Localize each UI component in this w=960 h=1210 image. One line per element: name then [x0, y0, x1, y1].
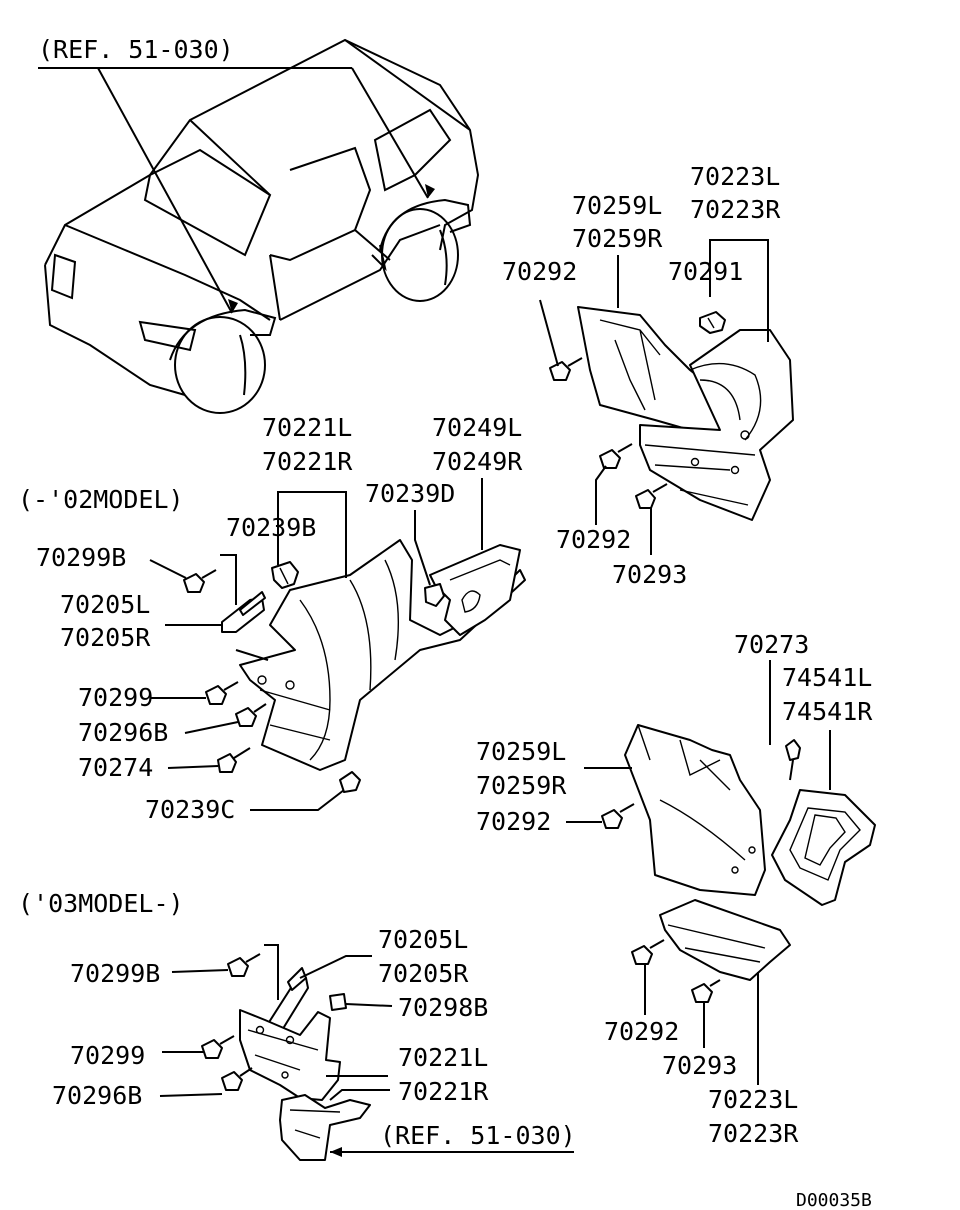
label-70292-c: 70292 — [476, 807, 551, 836]
label-70273: 70273 — [734, 630, 809, 659]
rear-liner-upper-assembly — [549, 306, 794, 521]
clip-icon-70239C — [339, 771, 361, 793]
label-70259R-b: 70259R — [476, 771, 567, 800]
label-70221R-b: 70221R — [398, 1077, 489, 1106]
ref-label-top: (REF. 51-030) — [38, 35, 234, 64]
labels-bottom-left: 70205L 70205R 70299B 70298B 70299 70221L… — [52, 925, 576, 1157]
label-70239B: 70239B — [226, 513, 316, 542]
labels-bottom-right: 70292 70293 70223L 70223R — [604, 965, 799, 1148]
label-70292-b: 70292 — [556, 525, 631, 554]
labels-middle-right: 70273 74541L 74541R 70259L 70259R 70292 — [476, 630, 873, 836]
label-70249R: 70249R — [432, 447, 523, 476]
label-70205R-b: 70205R — [378, 959, 469, 988]
ref-label-bottom: (REF. 51-030) — [380, 1121, 576, 1150]
label-70299-b: 70299 — [70, 1041, 145, 1070]
screw-icon-70292-a — [549, 357, 583, 381]
label-70259L-b: 70259L — [476, 737, 566, 766]
label-70299B-a: 70299B — [36, 543, 126, 572]
screw-icon-70292-d — [631, 939, 665, 965]
label-70221L-a: 70221L — [262, 413, 352, 442]
label-70299B-b: 70299B — [70, 959, 160, 988]
label-70223L-a: 70223L — [690, 162, 780, 191]
front-liner-late-assembly — [201, 953, 371, 1161]
label-74541L: 74541L — [782, 663, 872, 692]
labels-middle-left: 70221L 70221R 70249L 70249R 70239D 70239… — [36, 413, 523, 824]
model-label-late: ('03MODEL-) — [18, 889, 184, 918]
rear-liner-lower-assembly — [601, 724, 876, 1003]
label-70293-b: 70293 — [662, 1051, 737, 1080]
screw-icon-70292-c — [601, 803, 635, 829]
label-70221R-a: 70221R — [262, 447, 353, 476]
label-70221L-b: 70221L — [398, 1043, 488, 1072]
screw-icon-70296B-b — [221, 1067, 253, 1091]
clip-icon-70239B — [271, 561, 299, 589]
front-liner-early-assembly — [183, 539, 526, 793]
screw-icon-70299B-b — [227, 953, 261, 977]
label-70293-a: 70293 — [612, 560, 687, 589]
label-70205R-a: 70205R — [60, 623, 151, 652]
screw-icon-70293-a — [635, 483, 668, 509]
label-70249L: 70249L — [432, 413, 522, 442]
vehicle-illustration — [44, 38, 480, 414]
label-70298B: 70298B — [398, 993, 488, 1022]
label-70205L-b: 70205L — [378, 925, 468, 954]
model-label-early: (-'02MODEL) — [18, 485, 184, 514]
label-70223L-b: 70223L — [708, 1085, 798, 1114]
label-70239C: 70239C — [145, 795, 235, 824]
label-70259R-a: 70259R — [572, 224, 663, 253]
label-70296B-b: 70296B — [52, 1081, 142, 1110]
label-70259L-a: 70259L — [572, 191, 662, 220]
label-70291: 70291 — [668, 257, 743, 286]
label-70296B-a: 70296B — [78, 718, 168, 747]
label-70205L-a: 70205L — [60, 590, 150, 619]
clip-icon-70239D — [424, 583, 445, 607]
labels-top-right: 70223L 70223R 70259L 70259R 70292 70291 … — [502, 162, 781, 589]
label-70239D: 70239D — [365, 479, 455, 508]
label-70292-d: 70292 — [604, 1017, 679, 1046]
screw-icon-70274 — [217, 747, 251, 773]
ref-callout-top: (REF. 51-030) — [38, 35, 435, 314]
screw-icon-70296B-a — [235, 703, 267, 727]
label-70299-a: 70299 — [78, 683, 153, 712]
clip-icon-70291 — [699, 311, 726, 334]
screw-icon-70299-a — [205, 681, 239, 705]
label-70223R-a: 70223R — [690, 195, 781, 224]
screw-icon-70299B-a — [183, 569, 217, 593]
label-70223R-b: 70223R — [708, 1119, 799, 1148]
label-70274: 70274 — [78, 753, 153, 782]
label-74541R: 74541R — [782, 697, 873, 726]
diagram-code: D00035B — [796, 1190, 872, 1210]
clip-icon-70273 — [785, 739, 801, 781]
screw-icon-70299-b — [201, 1035, 235, 1059]
screw-icon-70292-b — [599, 443, 633, 469]
screw-icon-70293-b — [691, 979, 721, 1003]
label-70292-a: 70292 — [502, 257, 577, 286]
